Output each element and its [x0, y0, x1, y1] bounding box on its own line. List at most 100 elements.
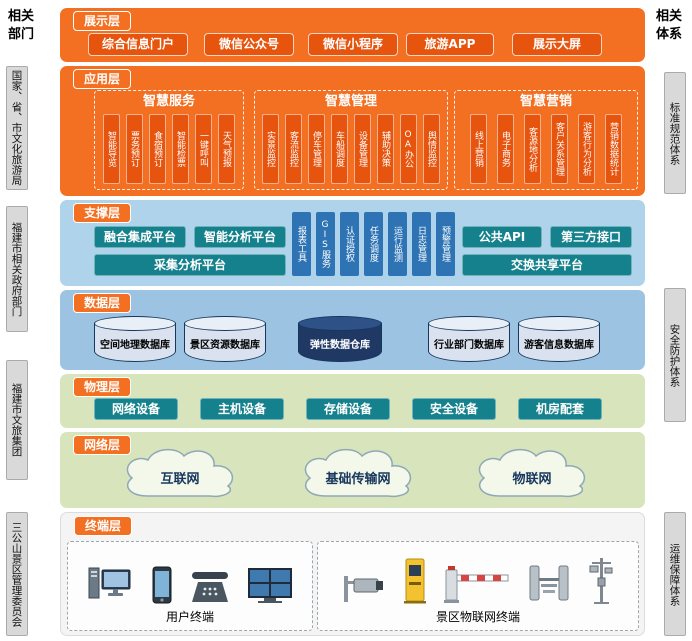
display-item-big-screen: 展示大屏: [512, 33, 602, 56]
support-layer-band: 支撑层 融合集成平台 智能分析平台 采集分析平台 报表工具 GIS服务 认证授权…: [60, 200, 645, 286]
network-layer-tag: 网络层: [73, 435, 131, 455]
database-cylinder-top: [94, 316, 176, 331]
turnstile-icon: [529, 565, 569, 601]
terminal-layer-tag: 终端层: [74, 516, 132, 536]
app-group-smart-service-title: 智慧服务: [142, 94, 195, 109]
weather-station-icon: [589, 558, 613, 604]
support-tool: GIS服务: [316, 212, 335, 276]
sidebar-item-security-system: 安全防护体系: [664, 288, 686, 422]
related-systems-header: 相关 体系: [652, 8, 686, 43]
support-tool: 报表工具: [292, 212, 311, 276]
sidebar-item-city-government-departments: 福建市相关政府部门: [6, 206, 28, 332]
database-cylinder-top: [428, 316, 510, 331]
app-item: 客流监控: [285, 114, 302, 184]
app-item: 舆情监控: [423, 114, 440, 184]
app-item: 客源地分析: [524, 114, 541, 184]
app-item: 实景监控: [262, 114, 279, 184]
telephone-icon: [192, 572, 228, 602]
app-group-smart-marketing-items: 线上营销 电子商务 客源地分析 客户关系管理 游客行为分析 营销数据统计: [470, 114, 622, 184]
database-spatial-geography: 空间地理数据库: [94, 316, 176, 362]
app-item: 智能导览: [103, 114, 120, 184]
physical-server-room: 机房配套: [518, 398, 602, 420]
cloud-iot-network: 物联网: [462, 444, 602, 502]
physical-storage-devices: 存储设备: [306, 398, 390, 420]
physical-network-devices: 网络设备: [94, 398, 178, 420]
app-item: 设备管理: [354, 114, 371, 184]
data-layer-band: 数据层 空间地理数据库 景区资源数据库 弹性数据仓库 行业部门数据库 游客信息数…: [60, 290, 645, 370]
database-label: 空间地理数据库: [100, 340, 170, 351]
app-group-smart-marketing-title: 智慧营销: [519, 94, 572, 109]
database-label: 行业部门数据库: [434, 340, 504, 351]
application-layer-band: 应用层 智慧服务 智能导览 票务预订 食宿预订 智能检票 一键呼叫 天气预报 智…: [60, 66, 645, 196]
app-item: 客户关系管理: [551, 114, 568, 184]
related-systems-line2: 体系: [655, 26, 682, 42]
database-cylinder-top: [184, 316, 266, 331]
database-industry-departments: 行业部门数据库: [428, 316, 510, 362]
display-layer-band: 展示层 综合信息门户 微信公众号 微信小程序 旅游APP 展示大屏: [60, 8, 645, 62]
display-item-wechat-official: 微信公众号: [204, 33, 294, 56]
display-item-tourism-app: 旅游APP: [406, 33, 494, 56]
sidebar-item-culture-tourism-bureau: 国家、省、市文化旅游局: [6, 66, 28, 190]
related-departments-line1: 相关: [7, 9, 34, 24]
app-item: 食宿预订: [149, 114, 166, 184]
user-terminal-label: 用户终端: [165, 610, 214, 624]
cloud-internet: 互联网: [110, 444, 250, 502]
app-item: 营销数据统计: [605, 114, 622, 184]
support-tool: 认证授权: [340, 212, 359, 276]
platform-intelligent-analysis: 智能分析平台: [194, 226, 286, 248]
database-label: 景区资源数据库: [190, 340, 260, 351]
app-group-smart-management: 智慧管理 实景监控 客流监控 停车管理 车船调度 设备管理 辅助决策 OA办公 …: [254, 90, 448, 190]
physical-security-devices: 安全设备: [412, 398, 496, 420]
app-group-smart-management-items: 实景监控 客流监控 停车管理 车船调度 设备管理 辅助决策 OA办公 舆情监控: [262, 114, 440, 184]
database-cylinder-top: [518, 316, 600, 331]
terminal-group-user: 用户终端: [67, 541, 313, 631]
related-systems-line1: 相关: [655, 9, 682, 24]
physical-layer-tag: 物理层: [73, 377, 131, 397]
cloud-label: 基础传输网: [325, 472, 391, 487]
platform-exchange-sharing: 交换共享平台: [462, 254, 632, 276]
iot-terminal-icons: [318, 552, 638, 604]
support-layer-tag: 支撑层: [73, 203, 131, 223]
app-item: 一键呼叫: [195, 114, 212, 184]
display-item-wechat-miniprogram: 微信小程序: [308, 33, 398, 56]
cloud-icon: [478, 448, 586, 498]
barrier-gate-icon: [444, 566, 509, 603]
database-scenic-resources: 景区资源数据库: [184, 316, 266, 362]
app-item: 票务预订: [126, 114, 143, 184]
cloud-label: 物联网: [512, 472, 552, 487]
physical-host-devices: 主机设备: [200, 398, 284, 420]
support-tools: 报表工具 GIS服务 认证授权 任务调度 运行监测 日志管理 预警管理: [292, 212, 455, 276]
database-cylinder-top: [298, 316, 382, 331]
related-departments-line2: 部门: [7, 26, 34, 42]
app-group-smart-marketing: 智慧营销 线上营销 电子商务 客源地分析 客户关系管理 游客行为分析 营销数据统…: [454, 90, 638, 190]
ticket-kiosk-icon: [404, 558, 426, 604]
network-layer-band: 网络层 互联网 基础传输网 物联网: [60, 432, 645, 508]
sidebar-item-operations-system: 运维保障体系: [664, 512, 686, 636]
support-tool: 运行监测: [388, 212, 407, 276]
display-item-portal: 综合信息门户: [88, 33, 188, 56]
sidebar-item-city-tourism-group: 福建市文旅集团: [6, 360, 28, 480]
app-group-smart-service: 智慧服务 智能导览 票务预订 食宿预订 智能检票 一键呼叫 天气预报: [94, 90, 244, 190]
terminal-group-iot: 景区物联网终端: [317, 541, 639, 631]
app-group-smart-management-title: 智慧管理: [324, 94, 377, 109]
database-tourist-info: 游客信息数据库: [518, 316, 600, 362]
iot-terminal-label: 景区物联网终端: [435, 610, 520, 624]
application-layer-tag: 应用层: [73, 69, 131, 89]
data-layer-tag: 数据层: [73, 293, 131, 313]
app-item: 辅助决策: [377, 114, 394, 184]
related-departments-header: 相关 部门: [4, 8, 38, 43]
app-item: 停车管理: [308, 114, 325, 184]
cloud-icon: [304, 448, 412, 498]
app-item: 游客行为分析: [578, 114, 595, 184]
cloud-label: 互联网: [160, 472, 200, 487]
database-label: 弹性数据仓库: [310, 340, 370, 351]
physical-layer-band: 物理层 网络设备 主机设备 存储设备 安全设备 机房配套: [60, 374, 645, 428]
display-layer-tag: 展示层: [73, 11, 131, 31]
sidebar-item-standards-system: 标准规范体系: [664, 72, 686, 194]
cloud-icon: [126, 448, 234, 498]
sidebar-item-scenic-area-committee: 三公山景区管理委员会: [6, 512, 28, 636]
video-wall-icon: [248, 568, 292, 603]
app-item: 车船调度: [331, 114, 348, 184]
app-group-smart-service-items: 智能导览 票务预订 食宿预订 智能检票 一键呼叫 天气预报: [103, 114, 235, 184]
